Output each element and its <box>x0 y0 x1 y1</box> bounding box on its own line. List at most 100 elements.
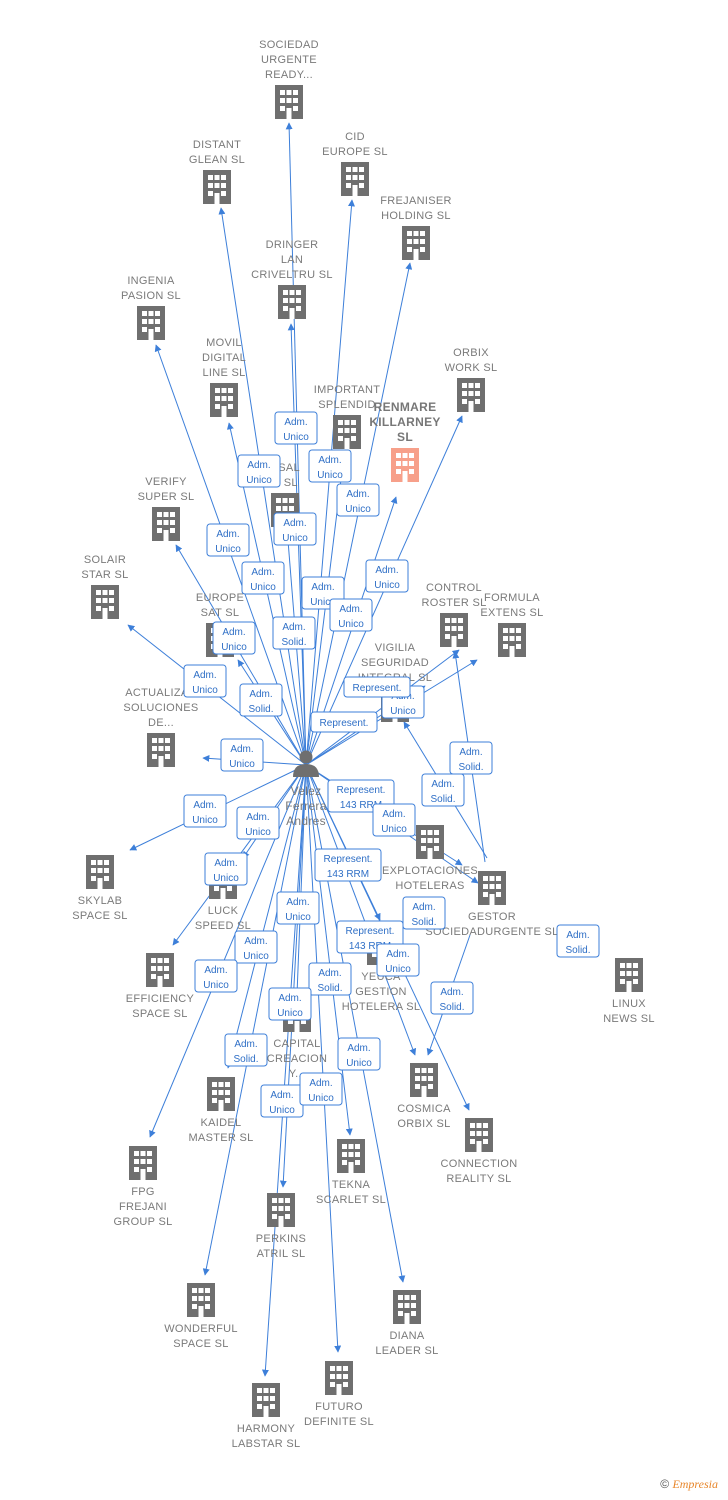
relation-label[interactable]: Adm.Solid. <box>272 616 316 650</box>
building-icon <box>146 953 174 987</box>
relation-label[interactable]: Adm.Unico <box>234 930 278 964</box>
building-icon <box>275 85 303 119</box>
relation-text: Adm. <box>440 987 463 998</box>
building-icon <box>267 1193 295 1227</box>
company-label-line: KILLARNEY <box>369 415 440 429</box>
company-label-line: DRINGER <box>266 239 319 251</box>
relation-label[interactable]: Adm.Unico <box>276 891 320 925</box>
relation-label[interactable]: Adm.Unico <box>194 959 238 993</box>
relation-label[interactable]: Adm.Unico <box>204 852 248 886</box>
relation-text: Adm. <box>311 582 334 593</box>
relation-label[interactable]: Adm.Solid. <box>224 1033 268 1067</box>
relation-label[interactable]: Adm.Unico <box>212 621 256 655</box>
company-label-line: ATRIL SL <box>257 1248 306 1260</box>
relation-label[interactable]: Adm.Unico <box>220 738 264 772</box>
relation-label[interactable]: Adm.Unico <box>336 483 380 517</box>
relation-label[interactable]: Adm.Unico <box>260 1084 304 1118</box>
relation-label[interactable]: Adm.Unico <box>268 987 312 1021</box>
brand-logo[interactable]: Empresia <box>672 1477 718 1491</box>
relation-label[interactable]: Represent.143 RRM <box>314 848 382 882</box>
relation-label[interactable]: Adm.Unico <box>365 559 409 593</box>
relation-label[interactable]: Adm.Solid. <box>430 981 474 1015</box>
relation-label[interactable]: Adm.Solid. <box>449 741 493 775</box>
company-label-line: DISTANT <box>193 139 241 151</box>
edge-to-perkins-atril <box>279 764 307 1188</box>
relation-label[interactable]: Adm.Solid. <box>239 683 283 717</box>
relation-label[interactable]: Adm.Unico <box>183 664 227 698</box>
relation-label[interactable]: Adm.Unico <box>376 943 420 977</box>
relation-label[interactable]: Represent. <box>343 676 411 698</box>
relation-text: Adm. <box>284 417 307 428</box>
relation-label[interactable]: Adm.Unico <box>206 523 250 557</box>
company-label-line: DIGITAL <box>202 352 246 364</box>
relation-box <box>299 1072 343 1106</box>
relation-text: Solid. <box>458 762 483 773</box>
relation-label[interactable]: Adm.Unico <box>183 794 227 828</box>
company-node-capital-creacion[interactable]: CAPITALCREACIONY... <box>267 998 327 1080</box>
relation-label[interactable]: Adm.Solid. <box>308 962 352 996</box>
relation-label[interactable]: Adm.Solid. <box>556 924 600 958</box>
relation-label[interactable]: Adm.Unico <box>237 454 281 488</box>
relation-label[interactable]: Adm.Unico <box>337 1037 381 1071</box>
edge-to-futuro-definite <box>305 764 342 1353</box>
relation-label[interactable]: Represent. <box>310 711 378 733</box>
relation-label[interactable]: Adm.Unico <box>241 561 285 595</box>
relation-label[interactable]: Adm.Unico <box>273 512 317 546</box>
person-name-line: Andres <box>286 814 326 828</box>
company-label-line: CRIVELTRU SL <box>251 269 333 281</box>
company-node-actualizan-soluciones[interactable]: ACTUALIZANSOLUCIONESDE... <box>123 687 198 767</box>
company-label-line: EXPLOTACIONES <box>382 865 478 877</box>
company-label-line: SL <box>397 430 413 444</box>
relation-box <box>206 523 250 557</box>
relation-label[interactable]: Adm.Unico <box>329 598 373 632</box>
relation-label[interactable]: Adm.Unico <box>308 449 352 483</box>
relation-label[interactable]: Adm.Unico <box>372 803 416 837</box>
relation-box <box>212 621 256 655</box>
building-icon <box>457 378 485 412</box>
relation-box <box>556 924 600 958</box>
company-node-sociedad-urgente-ready[interactable]: SOCIEDADURGENTEREADY... <box>259 39 319 119</box>
company-label-line: ACTUALIZAN <box>125 687 196 699</box>
relation-text: Unico <box>381 824 407 835</box>
relation-label[interactable]: Adm.Solid. <box>421 773 465 807</box>
relation-label[interactable]: Adm.Solid. <box>402 896 446 930</box>
relation-box <box>183 794 227 828</box>
relation-label[interactable]: Adm.Unico <box>299 1072 343 1106</box>
relation-label[interactable]: Adm.Unico <box>236 806 280 840</box>
person-body-icon <box>293 764 319 777</box>
building-icon <box>187 1283 215 1317</box>
relation-label[interactable]: Adm.Unico <box>274 411 318 445</box>
